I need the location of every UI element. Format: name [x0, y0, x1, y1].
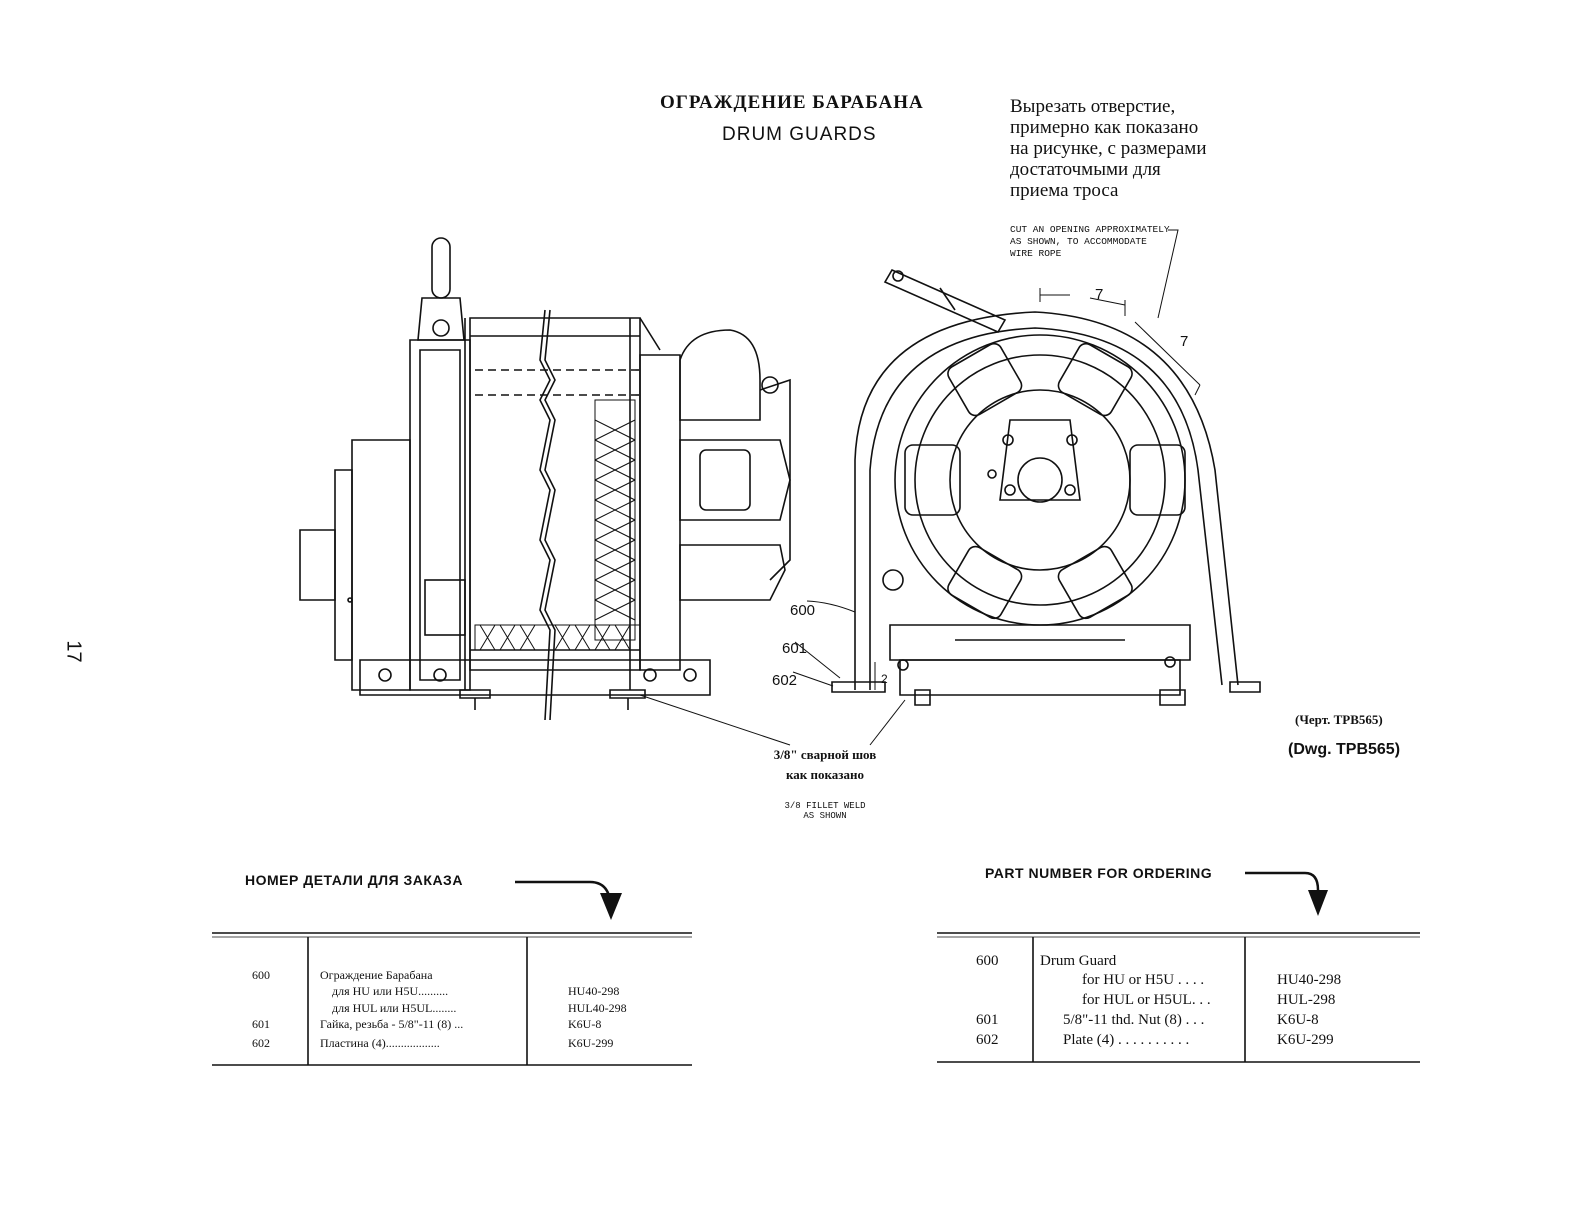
table-cell-item: 601 [252, 1017, 270, 1031]
note-en-line: CUT AN OPENING APPROXIMATELY [1010, 224, 1170, 235]
table-cell-desc: Drum Guard [1040, 953, 1117, 969]
arrow-head-ru [600, 893, 622, 920]
weld-ru-line: как показано [785, 767, 865, 782]
table-cell-part: K6U-299 [1277, 1032, 1334, 1048]
weld-en-line: 3/8 FILLET WELD [784, 801, 866, 811]
arrow-head-en [1308, 890, 1328, 916]
note-ru-line: достаточмыми для [1010, 159, 1161, 180]
order-arrow-ru [515, 880, 612, 901]
note-ru-line: на рисунке, с размерами [1010, 138, 1207, 159]
table-cell-item: 602 [252, 1036, 270, 1050]
table-cell-part: HU40-298 [568, 984, 620, 998]
order-arrow-en [1245, 871, 1320, 891]
weld-note-ru: 3/8" сварной шов как показано [740, 745, 910, 785]
drawing-number-ru: (Черт. TPB565) [1295, 712, 1383, 727]
note-ru-line: приема троса [1010, 180, 1119, 201]
table-cell-part: HUL40-298 [568, 1001, 627, 1015]
weld-en-line: AS SHOWN [803, 811, 847, 821]
table-cell-desc: for HUL or H5UL. . . [1082, 992, 1211, 1008]
table-cell-part: HU40-298 [1277, 972, 1342, 988]
table-cell-part: K6U-299 [568, 1036, 614, 1050]
note-en: CUT AN OPENING APPROXIMATELY AS SHOWN, T… [1010, 224, 1210, 260]
weld-ru-line: 3/8" сварной шов [773, 747, 877, 762]
end-view [792, 229, 1261, 746]
table-cell-desc: 5/8"-11 thd. Nut (8) . . . [1063, 1012, 1205, 1028]
table-cell-item: 602 [976, 1032, 999, 1048]
dimension-2: 2 [881, 672, 888, 686]
weld-note-en: 3/8 FILLET WELD AS SHOWN [755, 801, 895, 821]
table-cell-desc: Plate (4) . . . . . . . . . . [1063, 1032, 1190, 1048]
table-cell-item: 600 [252, 968, 270, 982]
table-cell-item: 600 [976, 953, 999, 969]
table-cell-desc: для HUL или H5UL........ [332, 1001, 457, 1015]
note-en-line: AS SHOWN, TO ACCOMMODATE [1010, 236, 1147, 247]
table-cell-desc: Ограждение Барабана [320, 968, 433, 982]
table-cell-part: K6U-8 [568, 1017, 602, 1031]
table-cell-desc: for HU or H5U . . . . [1082, 972, 1205, 988]
title-ru: ОГРАЖДЕНИЕ БАРАБАНА [660, 92, 924, 113]
dimension-7a: 7 [1095, 286, 1104, 303]
table-cell-part: HUL-298 [1277, 992, 1336, 1008]
side-view [299, 237, 791, 746]
note-en-line: WIRE ROPE [1010, 248, 1062, 259]
callout-602: 602 [772, 672, 798, 689]
callout-600: 600 [790, 602, 816, 619]
table-cell-desc: Пластина (4).................. [320, 1036, 440, 1050]
table-ru-rules [212, 932, 692, 1066]
note-ru-line: Вырезать отверстие, [1010, 96, 1176, 117]
drawing-number-en: (Dwg. TPB565) [1288, 741, 1401, 758]
page-number: 17 [62, 640, 85, 663]
callout-601: 601 [782, 640, 808, 657]
table-cell-desc: для HU или H5U.......... [332, 984, 449, 998]
dimension-7b: 7 [1180, 333, 1189, 350]
note-ru-line: примерно как показано [1010, 117, 1199, 138]
table-cell-part: K6U-8 [1277, 1012, 1319, 1028]
title-en: DRUM GUARDS [722, 124, 877, 145]
order-header-ru: НОМЕР ДЕТАЛИ ДЛЯ ЗАКАЗА [245, 872, 463, 888]
order-header-en: PART NUMBER FOR ORDERING [985, 865, 1213, 881]
table-en-rules [937, 932, 1420, 1063]
table-cell-item: 601 [976, 1012, 999, 1028]
note-ru: Вырезать отверстие, примерно как показан… [1010, 96, 1270, 201]
table-cell-desc: Гайка, резьба - 5/8"-11 (8) ... [320, 1017, 464, 1031]
